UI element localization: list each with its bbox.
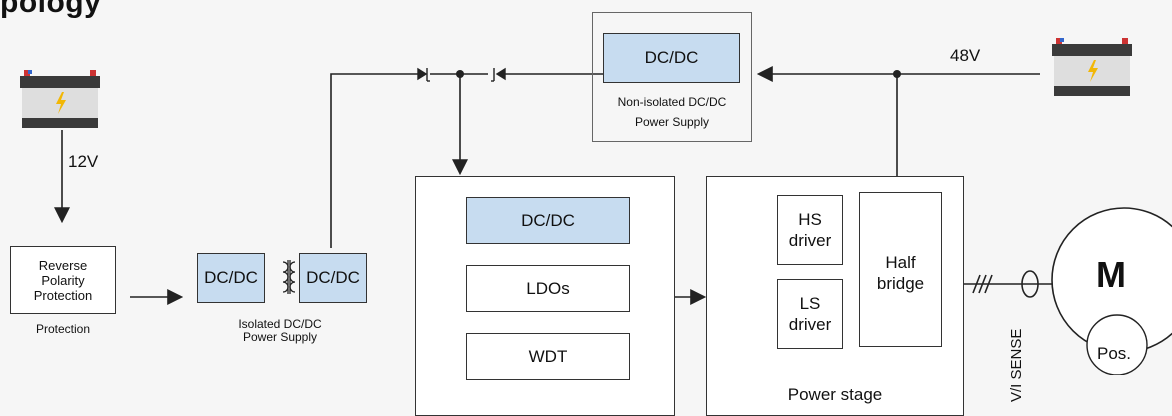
half-bridge-line1: Half xyxy=(885,253,916,272)
isolated-dcdc-secondary: DC/DC xyxy=(299,253,367,303)
half-bridge-label: Half bridge xyxy=(859,252,942,294)
voltage-12v-label: 12V xyxy=(68,152,99,171)
reverse-polarity-label: Reverse Polarity Protection xyxy=(33,257,93,303)
transformer-icon xyxy=(282,260,296,294)
wire-isolated-up xyxy=(330,73,420,248)
hs-driver-line1: HS xyxy=(798,210,822,229)
isolated-dcdc-caption: Isolated DC/DC Power Supply xyxy=(205,318,355,344)
vi-sense-label: V/I SENSE xyxy=(1008,328,1025,402)
power-stage-caption: Power stage xyxy=(787,385,883,404)
hs-driver-block: HS driver xyxy=(777,195,843,265)
non-isolated-dcdc-block: DC/DC xyxy=(603,33,740,83)
ls-driver-line2: driver xyxy=(788,315,832,334)
non-isolated-caption: Non-isolated DC/DC Power Supply xyxy=(596,92,748,132)
battery-12v-icon xyxy=(20,70,100,128)
non-isolated-dcdc-group xyxy=(592,12,752,142)
ls-driver-block: LS driver xyxy=(777,279,843,349)
half-bridge-block xyxy=(859,192,942,347)
hs-driver-line2: driver xyxy=(788,231,832,250)
ldos-block: LDOs xyxy=(466,265,630,312)
page-title: pology xyxy=(0,0,102,19)
position-sensor-label: Pos. xyxy=(1097,344,1132,363)
motor-icon xyxy=(1051,207,1172,375)
protection-caption: Protection xyxy=(35,322,91,336)
isolated-dcdc-primary: DC/DC xyxy=(197,253,265,303)
wdt-block: WDT xyxy=(466,333,630,380)
isolated-caption-line1: Isolated DC/DC xyxy=(238,317,322,331)
ls-driver-line1: LS xyxy=(799,294,821,313)
reverse-polarity-block: Reverse Polarity Protection xyxy=(10,246,116,314)
pm-dcdc-block: DC/DC xyxy=(466,197,630,244)
battery-48v-icon xyxy=(1052,38,1132,96)
voltage-48v-label: 48V xyxy=(950,46,981,65)
non-isolated-caption-line1: Non-isolated DC/DC xyxy=(617,95,727,109)
motor-label: M xyxy=(1096,254,1126,295)
isolated-caption-line2: Power Supply xyxy=(242,330,318,344)
non-isolated-caption-line2: Power Supply xyxy=(634,115,710,129)
half-bridge-line2: bridge xyxy=(876,274,925,293)
